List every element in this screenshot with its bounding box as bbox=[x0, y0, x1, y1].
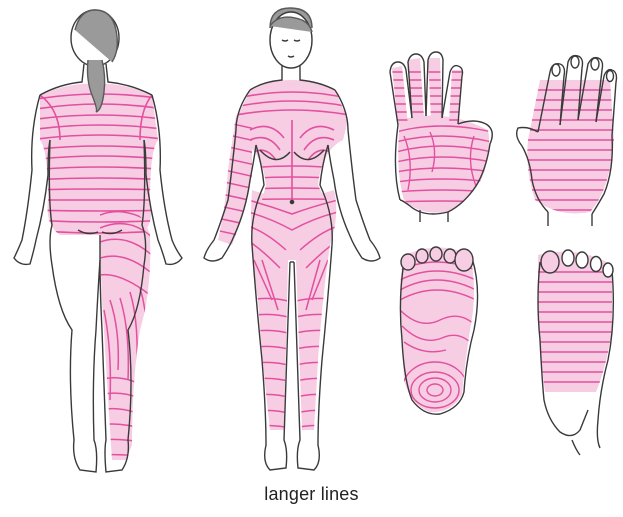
foot-dorsum-figure bbox=[530, 250, 620, 455]
foot-sole-figure bbox=[400, 247, 478, 414]
palm-figure bbox=[380, 52, 492, 222]
back-view-outline bbox=[14, 10, 182, 472]
woman-back-view-figure bbox=[14, 10, 182, 472]
hand-dorsum-figure bbox=[517, 56, 620, 226]
woman-front-view-figure bbox=[204, 8, 380, 470]
diagram-caption: langer lines bbox=[0, 484, 623, 505]
